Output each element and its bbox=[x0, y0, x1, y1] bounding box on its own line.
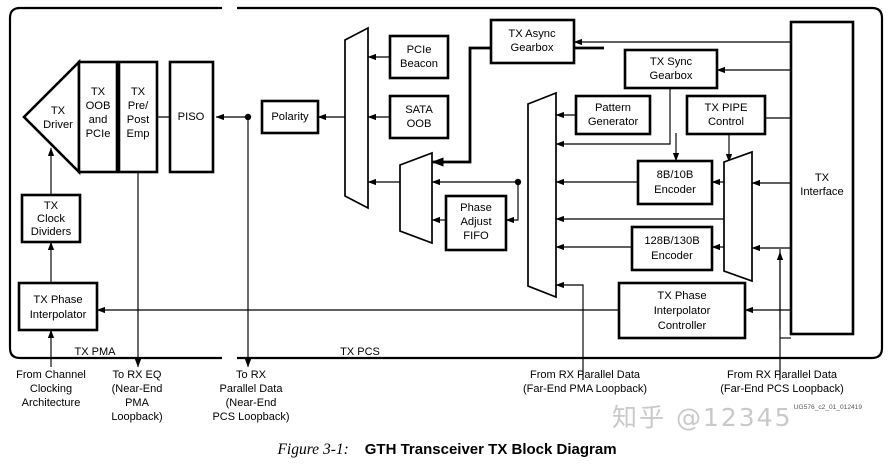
block-tx-pre-post-emp[interactable] bbox=[117, 60, 159, 174]
block-piso-label: PISO bbox=[178, 111, 205, 123]
figure-id-tag: UG576_c2_01_012419 bbox=[794, 404, 863, 411]
tx-pma-container bbox=[8, 6, 222, 360]
figure-caption: Figure 3-1: GTH Transceiver TX Block Diag… bbox=[0, 441, 894, 459]
block-sata-oob[interactable] bbox=[388, 94, 450, 140]
mux-gearbox-select[interactable] bbox=[399, 151, 433, 245]
block-pcie-beacon[interactable] bbox=[388, 34, 450, 80]
block-polarity-label: Polarity bbox=[271, 111, 309, 123]
block-pattern-generator[interactable] bbox=[574, 94, 652, 136]
block-128b130b-encoder[interactable] bbox=[630, 225, 714, 272]
figure-caption-number: Figure 3-1: bbox=[277, 441, 349, 458]
wire-mux3-to-phasefifo bbox=[505, 182, 519, 224]
zone-label-tx-pcs: TX PCS bbox=[340, 346, 380, 358]
block-tx-clock-dividers[interactable] bbox=[20, 193, 82, 244]
mux-pcs-datapath-select[interactable] bbox=[527, 91, 557, 299]
external-label-from-rx-far-end-pcs: From RX Parallel Data(Far-End PCS Loopba… bbox=[720, 369, 844, 395]
block-tx-phase-interpolator-controller[interactable] bbox=[617, 281, 747, 340]
block-tx-sync-gearbox[interactable] bbox=[623, 48, 719, 90]
mux-tx-interface-select[interactable] bbox=[723, 150, 753, 283]
wire-sync-gearbox-to-mux3 bbox=[555, 88, 671, 148]
block-phase-adjust-fifo[interactable] bbox=[444, 194, 508, 252]
tx-pcs-container bbox=[237, 6, 884, 360]
zone-label-tx-pma: TX PMA bbox=[75, 346, 117, 358]
block-polarity[interactable] bbox=[260, 99, 320, 135]
figure-caption-title: GTH Transceiver TX Block Diagram bbox=[364, 441, 617, 458]
block-8b10b-encoder[interactable] bbox=[636, 159, 714, 206]
block-tx-interface[interactable] bbox=[789, 20, 855, 336]
external-label-from-rx-far-end-pma: From RX Parallel Data(Far-End PMA Loopba… bbox=[523, 369, 647, 395]
block-tx-async-gearbox[interactable] bbox=[489, 18, 576, 65]
block-piso[interactable] bbox=[168, 60, 215, 174]
wire-farend-pma-loopback-to-mux3 bbox=[555, 281, 584, 380]
mux-output-select[interactable] bbox=[344, 26, 369, 210]
block-tx-pipe-control[interactable] bbox=[685, 94, 767, 136]
block-tx-oob-and-pcie[interactable] bbox=[77, 60, 119, 174]
block-tx-phase-interpolator[interactable] bbox=[17, 281, 99, 332]
